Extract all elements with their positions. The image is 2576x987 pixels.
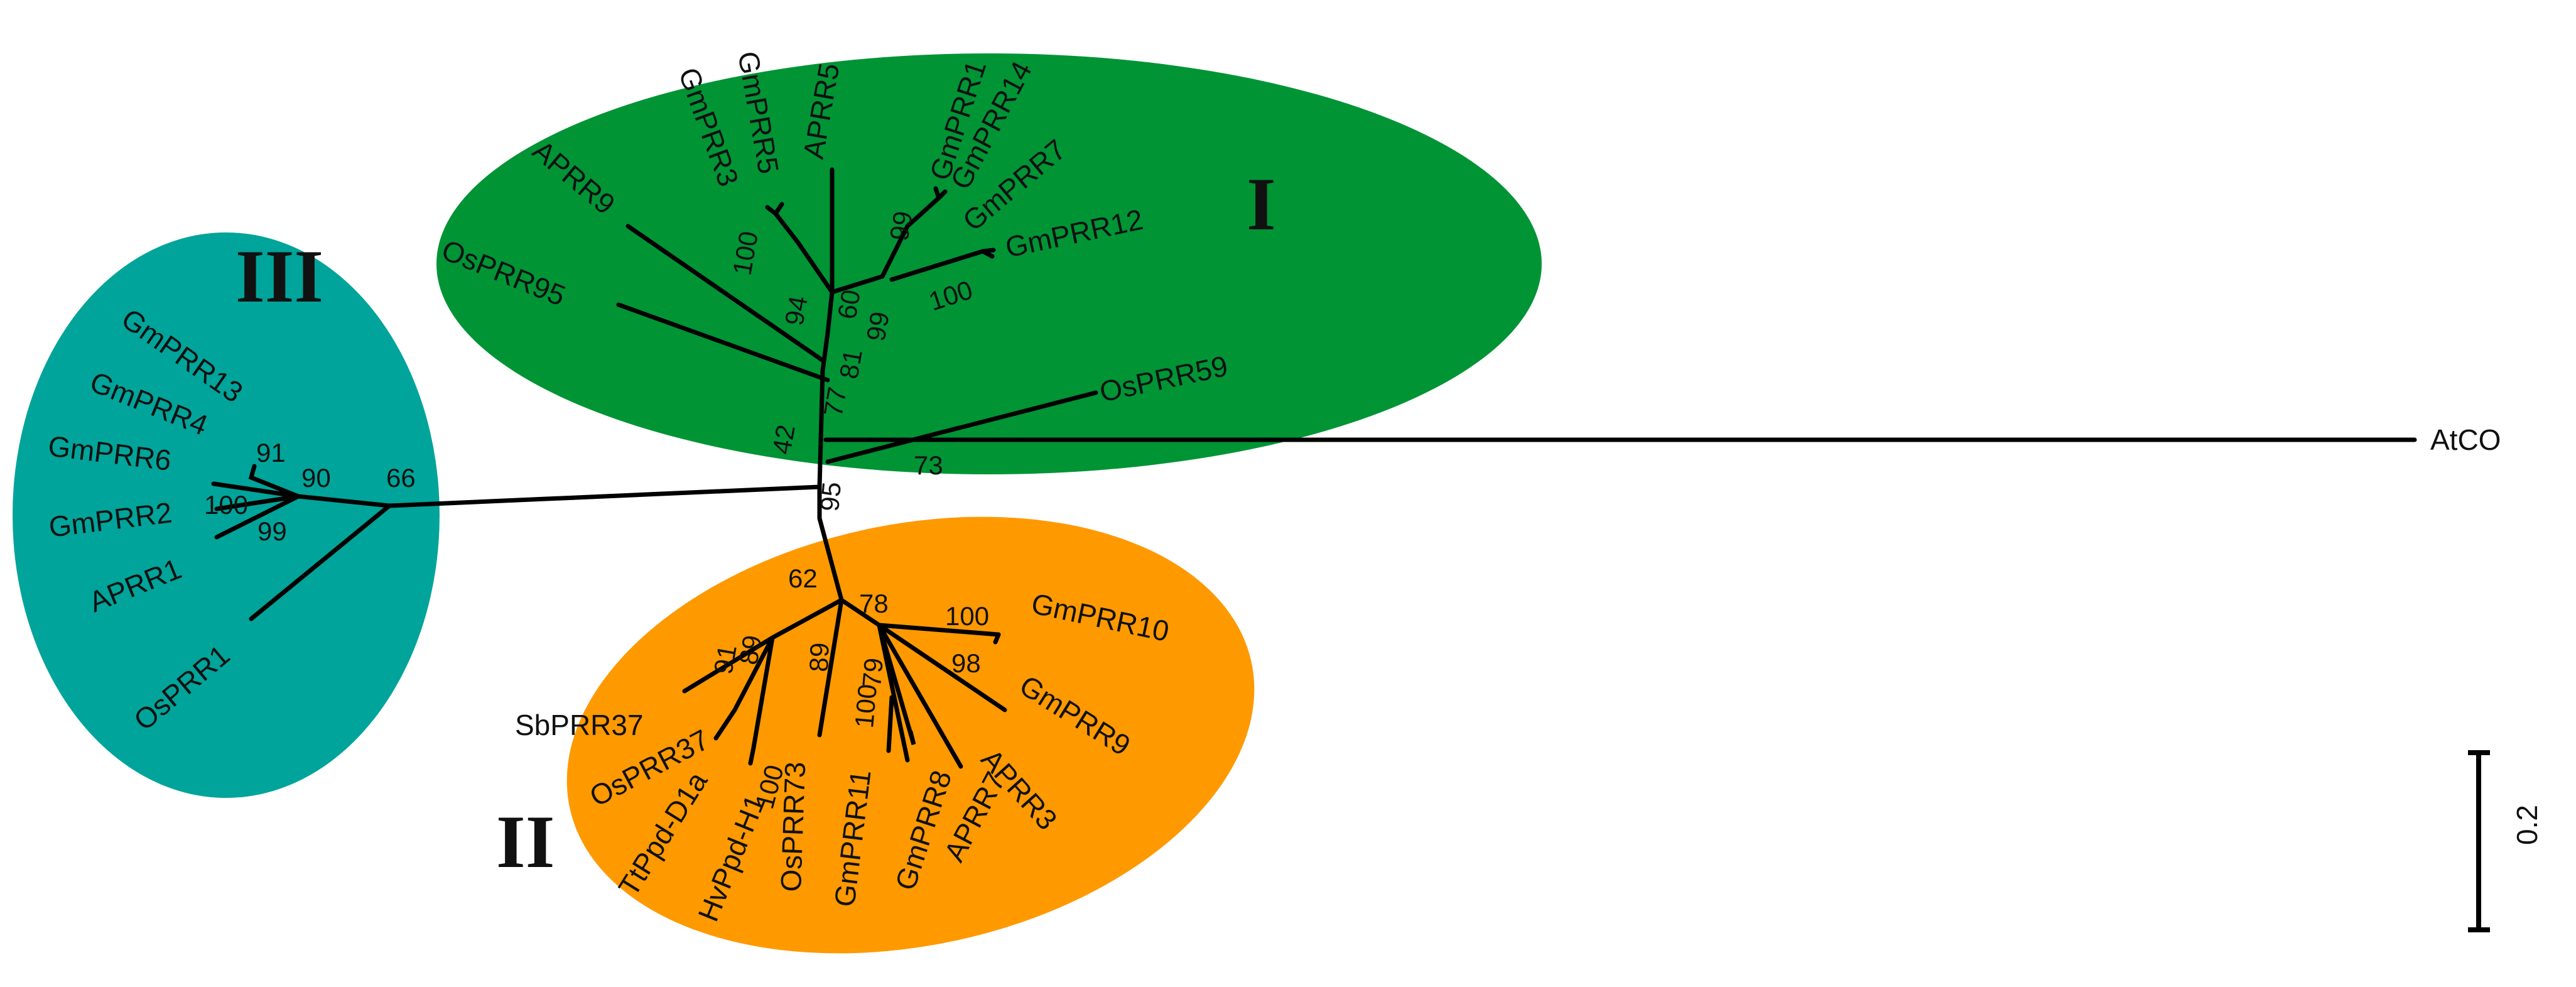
bootstrap-values: 100 94 60 99 99 100 81 77 42 73 95 66 90…	[204, 209, 989, 812]
bootstrap-value: 95	[814, 481, 847, 513]
taxon-atco: AtCO	[2430, 423, 2501, 456]
taxon-osprr73: OsPRR73	[774, 761, 811, 893]
branch-to-clade-ii	[817, 484, 844, 603]
branch-osprr37	[713, 635, 775, 741]
branch-aprr1	[214, 494, 301, 540]
branch-gmprr3-5	[773, 211, 835, 295]
branch-gmprr5-tip	[773, 202, 784, 216]
branch-sbprr37	[682, 635, 775, 694]
bootstrap-value: 77	[818, 384, 852, 418]
branch-osprr95	[616, 302, 830, 383]
bootstrap-value: 89	[804, 642, 835, 672]
clade-II-label: II	[496, 800, 555, 883]
branch-gmprr12	[889, 249, 985, 282]
branch-gmprr8	[877, 623, 916, 745]
branch-gmprr10-tip	[993, 632, 1001, 645]
branch-ppd	[748, 635, 775, 766]
bootstrap-value: 91	[256, 438, 286, 467]
bootstrap-value: 91	[708, 642, 742, 676]
branch-backbone	[817, 290, 835, 489]
branch-gm-ii	[839, 597, 882, 628]
branch-aprr7	[877, 623, 910, 763]
bootstrap-value: 62	[788, 564, 818, 593]
scale-bar: 0.2	[2468, 750, 2543, 932]
bootstrap-value: 100	[945, 601, 989, 631]
clade-III-ellipse	[13, 232, 440, 798]
bootstrap-value: 60	[832, 287, 866, 321]
bootstrap-value: 99	[884, 209, 918, 243]
bootstrap-value: 89	[733, 633, 767, 667]
branch-osprr59	[825, 390, 1098, 464]
branch-aprr3	[877, 623, 963, 769]
branch-gm1-group	[830, 195, 941, 295]
branch-aprr9	[625, 224, 826, 364]
branch-osprr1	[249, 503, 392, 621]
taxon-sbprr37: SbPRR37	[515, 709, 644, 741]
bootstrap-value: 100	[849, 683, 882, 729]
branch-to-clade-iii	[387, 484, 822, 508]
bootstrap-value: 73	[914, 450, 943, 480]
clade-I-label: I	[1247, 162, 1276, 246]
branch-gmprr10	[877, 623, 1001, 637]
bootstrap-value: 99	[257, 516, 287, 546]
bootstrap-value: 100	[204, 490, 248, 520]
tree-branches	[211, 167, 2417, 769]
branch-gmprr2	[214, 494, 301, 511]
branch-gmprr6	[211, 481, 301, 499]
scale-bar-label: 0.2	[2511, 805, 2543, 845]
branch-iii-internal	[296, 494, 392, 508]
branch-gmprr1-14	[933, 186, 948, 200]
branch-osprr73	[817, 597, 844, 738]
branch-gmprr11	[886, 695, 894, 753]
bootstrap-value: 78	[859, 589, 889, 618]
clade-I-ellipse	[436, 53, 1542, 474]
bootstrap-value: 94	[779, 293, 813, 327]
bootstrap-value: 99	[861, 309, 895, 343]
bootstrap-value: 79	[857, 657, 889, 689]
branch-gmprr12-tip	[980, 248, 996, 259]
clade-III-label: III	[235, 234, 323, 318]
branch-gmprr9	[877, 623, 1007, 712]
bootstrap-value: 42	[767, 422, 801, 456]
branch-gmprr13-4	[248, 464, 301, 499]
bootstrap-value: 90	[301, 463, 331, 493]
bootstrap-value: 98	[951, 648, 981, 678]
bootstrap-value: 81	[834, 347, 868, 381]
scale-bar-line	[2468, 750, 2490, 932]
branch-ii-internal	[770, 597, 844, 640]
bootstrap-value: 66	[386, 463, 416, 493]
